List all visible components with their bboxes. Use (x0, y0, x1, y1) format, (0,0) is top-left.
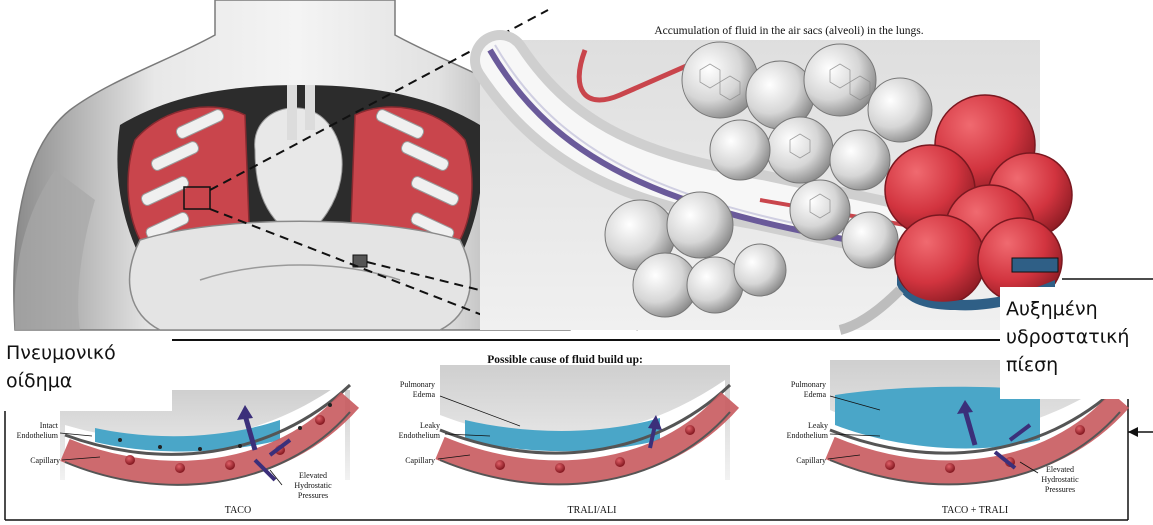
label-elevated: Elevated (299, 471, 327, 480)
label-elevated: Elevated (1046, 465, 1074, 474)
label-capillary: Capillary (30, 456, 60, 465)
label-pressures: Pressures (298, 491, 328, 500)
overlay-pulmonary-edema: Πνευμονικό οίδημα (0, 333, 172, 411)
overlay-left-line2: οίδημα (6, 367, 172, 395)
top-title: Accumulation of fluid in the air sacs (a… (654, 25, 923, 37)
panel-caption-taco-trali: TACO + TRALI (942, 505, 1008, 516)
label-capillary: Capillary (405, 456, 435, 465)
overlay-right-line3: πίεση (1006, 351, 1153, 379)
mid-title: Possible cause of fluid build up: (487, 354, 643, 366)
label-hydrostatic: Hydrostatic (1041, 475, 1079, 484)
overlay-right-line2: υδροστατική (1006, 323, 1153, 351)
label-pressures: Pressures (1045, 485, 1075, 494)
label-capillary: Capillary (796, 456, 826, 465)
label-endothelium: Endothelium (787, 431, 829, 440)
label-intact: Intact (40, 421, 59, 430)
label-pulmonary: Pulmonary (791, 380, 826, 389)
overlay-hydrostatic-pressure: Αυξημένη υδροστατική πίεση (1000, 287, 1153, 399)
label-leaky: Leaky (420, 421, 440, 430)
overlay-left-line1: Πνευμονικό (6, 339, 172, 367)
label-leaky: Leaky (808, 421, 828, 430)
panel-caption-taco: TACO (225, 505, 251, 516)
label-edema: Edema (804, 390, 827, 399)
label-endothelium: Endothelium (17, 431, 59, 440)
label-endothelium: Endothelium (399, 431, 441, 440)
panel-caption-trali: TRALI/ALI (568, 505, 617, 516)
overlay-right-line1: Αυξημένη (1006, 295, 1153, 323)
label-pulmonary: Pulmonary (400, 380, 435, 389)
panel-trali (438, 365, 730, 484)
label-hydrostatic: Hydrostatic (294, 481, 332, 490)
alveoli-closeup (480, 40, 1072, 330)
label-edema: Edema (413, 390, 436, 399)
